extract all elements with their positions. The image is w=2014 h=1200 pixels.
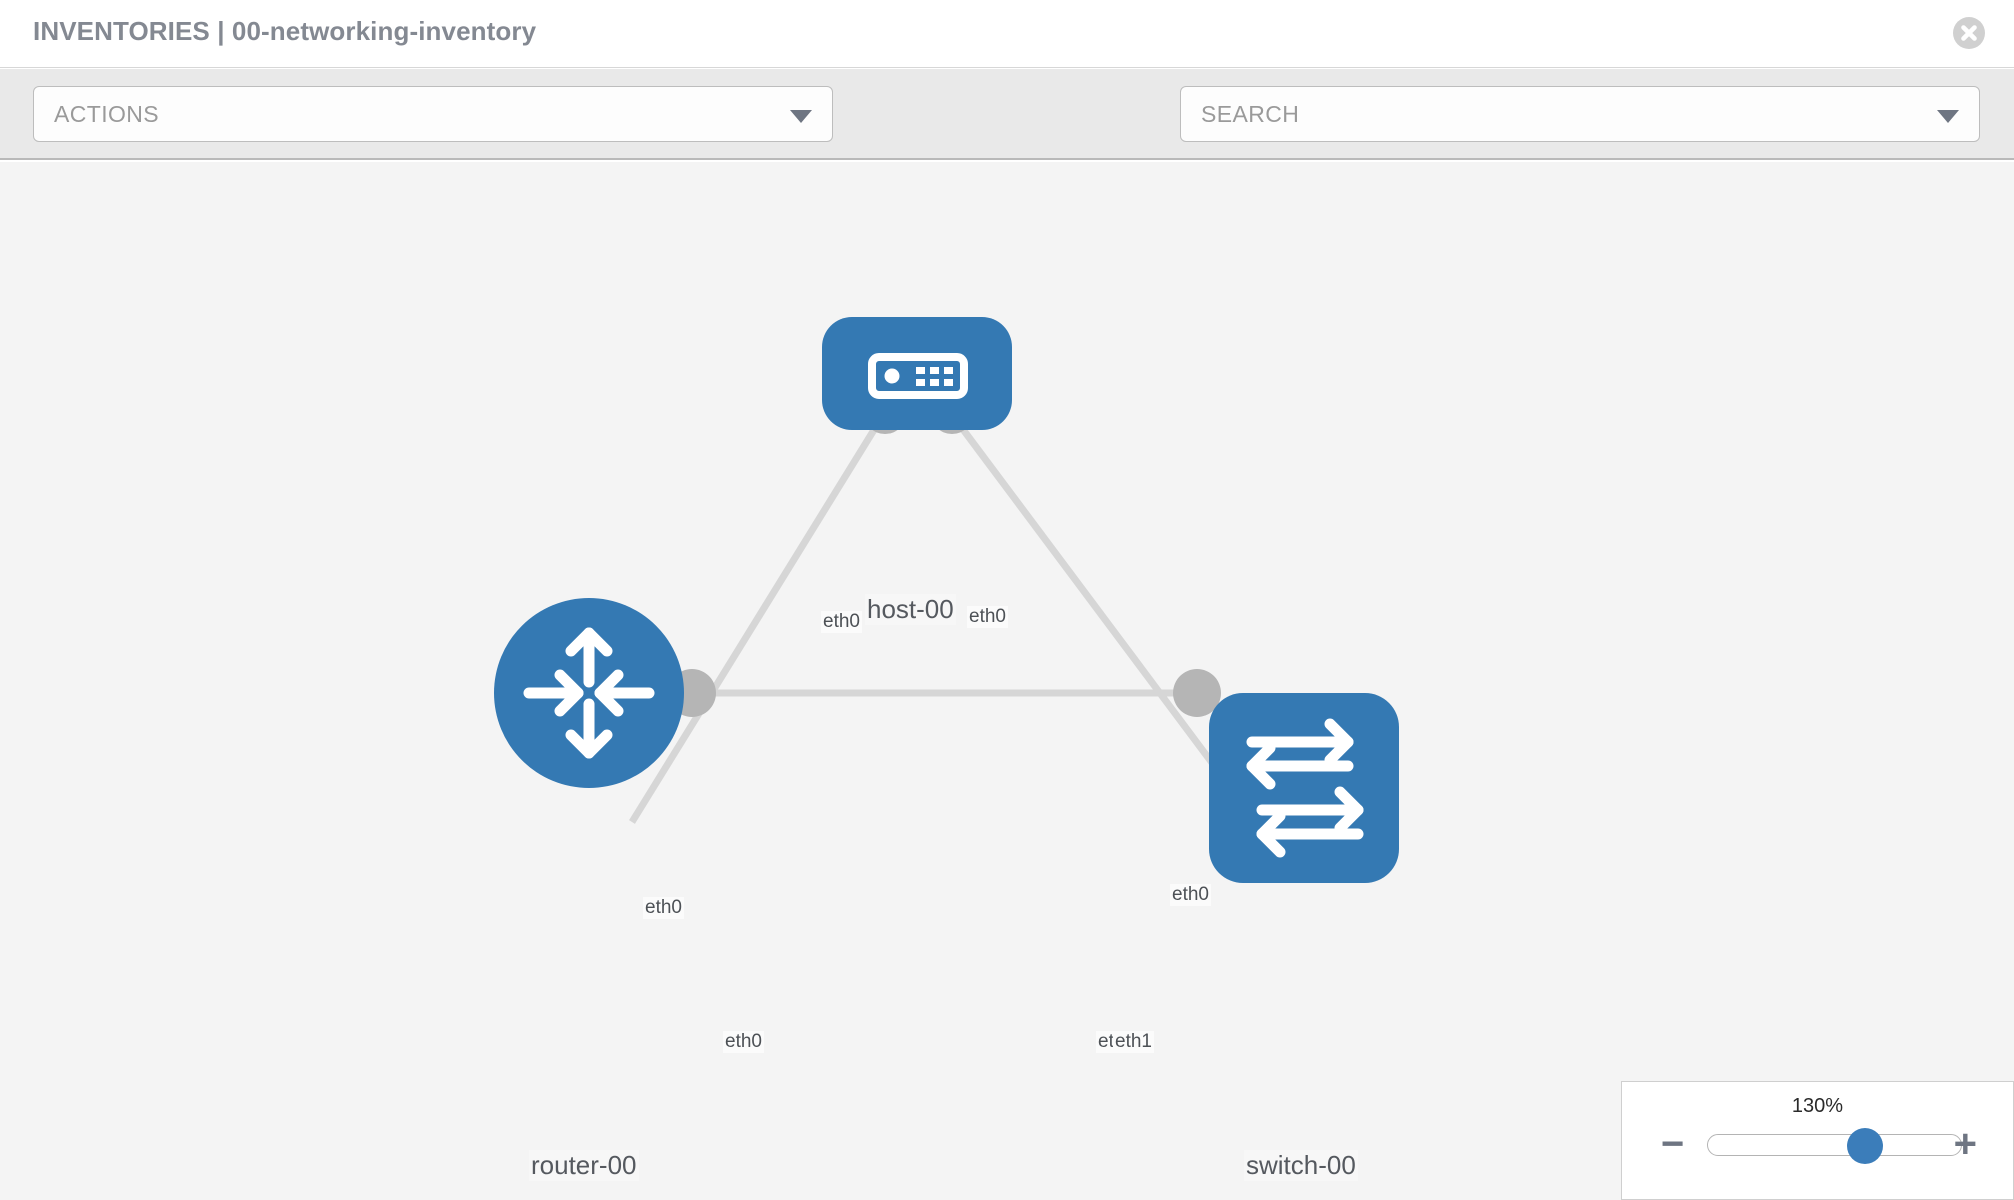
switch-arrows-icon (1246, 718, 1364, 858)
link-host-router[interactable] (629, 410, 888, 824)
topology-canvas[interactable]: host-00 router-00 switch-00 eth0 eth0 et… (0, 162, 2014, 1200)
search-placeholder: SEARCH (1201, 101, 1300, 127)
page-title: INVENTORIES | 00-networking-inventory (33, 16, 537, 46)
link-host-switch[interactable] (947, 409, 1248, 810)
zoom-control-panel: 130% − + (1621, 1081, 2014, 1200)
port-label-host-right: eth0 (967, 606, 1008, 628)
actions-dropdown-label: ACTIONS (54, 101, 160, 127)
actions-dropdown[interactable]: ACTIONS (33, 86, 833, 142)
server-icon (868, 353, 968, 399)
chevron-down-icon (790, 110, 812, 123)
search-input[interactable]: SEARCH (1180, 86, 1980, 142)
router-arrows-icon (523, 627, 655, 759)
toolbar: ACTIONS SEARCH (0, 69, 2014, 200)
node-label-router-00: router-00 (529, 1150, 639, 1181)
node-label-switch-00: switch-00 (1244, 1150, 1358, 1181)
port-label-router-up: eth0 (643, 897, 684, 919)
port-label-host-left: eth0 (821, 611, 862, 633)
node-label-host-00: host-00 (865, 594, 956, 625)
zoom-out-button[interactable]: − (1661, 1122, 1685, 1166)
zoom-level-label: 130% (1791, 1095, 1844, 1117)
zoom-slider[interactable] (1707, 1128, 1962, 1164)
zoom-slider-thumb[interactable] (1846, 1128, 1883, 1164)
port-label-switch-up: eth0 (1170, 884, 1211, 906)
chevron-down-icon (1937, 110, 1959, 123)
port-label-switch-left-front: eth1 (1113, 1031, 1154, 1053)
node-switch-00[interactable] (1209, 693, 1399, 883)
zoom-in-button[interactable]: + (1953, 1122, 1977, 1166)
node-router-00[interactable] (494, 598, 684, 788)
close-icon[interactable] (1952, 16, 1986, 50)
port-stub-switch-left[interactable] (1173, 669, 1221, 717)
page-header: INVENTORIES | 00-networking-inventory (0, 0, 2014, 68)
topology-graph (494, 317, 1399, 883)
node-host-00[interactable] (822, 317, 1012, 430)
port-label-router-right: eth0 (723, 1031, 764, 1053)
